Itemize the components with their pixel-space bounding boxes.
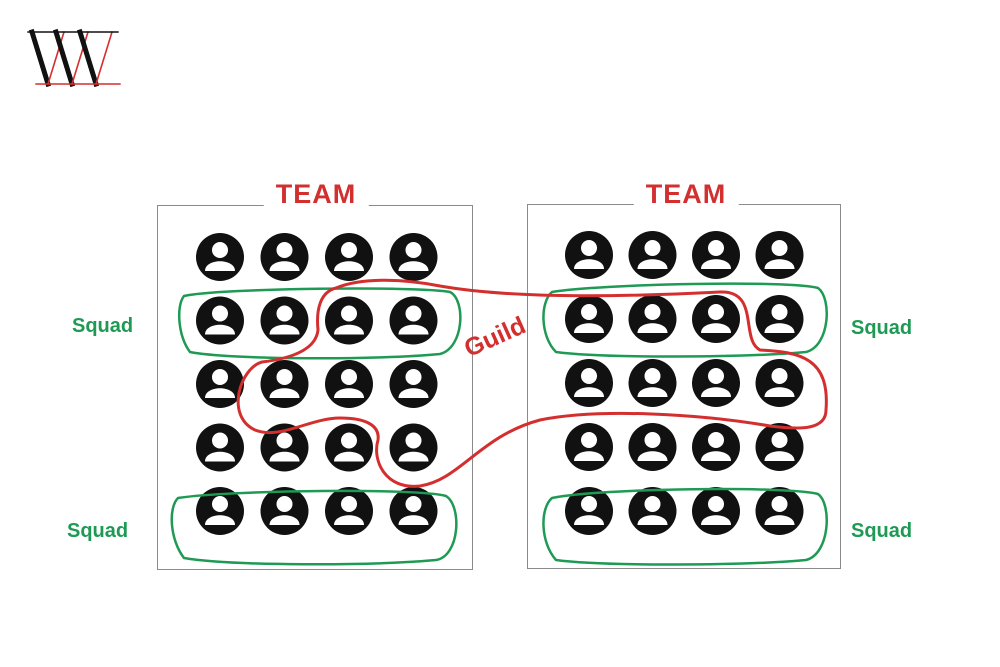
person-circle-icon xyxy=(628,231,677,279)
person-circle-icon xyxy=(692,295,740,343)
person-circle-icon xyxy=(755,487,804,535)
squad-label-left-bottom: Squad xyxy=(67,520,129,542)
person-circle-icon xyxy=(325,233,373,281)
person-circle-icon xyxy=(196,487,244,535)
squad-label-right-bottom: Squad xyxy=(851,520,913,542)
person-circle-icon xyxy=(389,360,438,408)
squad-outline-left-bottom xyxy=(170,489,458,566)
team-title-right: TEAM xyxy=(633,176,739,212)
team-title-left: TEAM xyxy=(263,176,369,212)
person-circle-icon xyxy=(260,296,309,345)
person-circle-icon xyxy=(325,423,373,472)
person-circle-icon xyxy=(628,487,677,535)
person-circle-icon xyxy=(260,360,309,408)
person-circle-icon xyxy=(196,296,244,345)
person-circle-icon xyxy=(565,359,613,407)
person-circle-icon xyxy=(628,359,677,407)
person-circle-icon xyxy=(260,423,309,472)
person-circle-icon xyxy=(692,359,740,407)
person-circle-icon xyxy=(755,231,804,279)
person-circle-icon xyxy=(692,231,740,279)
person-circle-icon xyxy=(565,295,613,343)
person-circle-icon xyxy=(565,231,613,279)
squad-outline-right-bottom xyxy=(542,487,828,566)
person-circle-icon xyxy=(755,359,804,407)
person-circle-icon xyxy=(692,423,740,471)
person-circle-icon xyxy=(692,487,740,535)
person-circle-icon xyxy=(196,423,244,472)
guild-outline xyxy=(236,278,828,488)
person-circle-icon xyxy=(565,487,613,535)
person-circle-icon xyxy=(325,296,373,345)
person-circle-icon xyxy=(389,423,438,472)
person-circle-icon xyxy=(325,360,373,408)
brand-logo xyxy=(27,28,121,88)
person-circle-icon xyxy=(755,295,804,343)
person-circle-icon xyxy=(389,487,438,535)
person-circle-icon xyxy=(389,233,438,281)
person-circle-icon xyxy=(628,423,677,471)
person-circle-icon xyxy=(196,233,244,281)
person-circle-icon xyxy=(260,487,309,535)
person-circle-icon xyxy=(628,295,677,343)
person-circle-icon xyxy=(565,423,613,471)
squad-outline-right-top xyxy=(542,282,828,358)
squad-label-left-top: Squad xyxy=(72,315,134,337)
member-grid xyxy=(196,231,804,535)
person-circle-icon xyxy=(755,423,804,471)
person-circle-icon xyxy=(196,360,244,408)
squad-outline-left-top xyxy=(177,287,462,360)
person-circle-icon xyxy=(260,233,309,281)
person-circle-icon xyxy=(325,487,373,535)
squad-label-right-top: Squad xyxy=(851,317,913,339)
person-circle-icon xyxy=(389,296,438,345)
